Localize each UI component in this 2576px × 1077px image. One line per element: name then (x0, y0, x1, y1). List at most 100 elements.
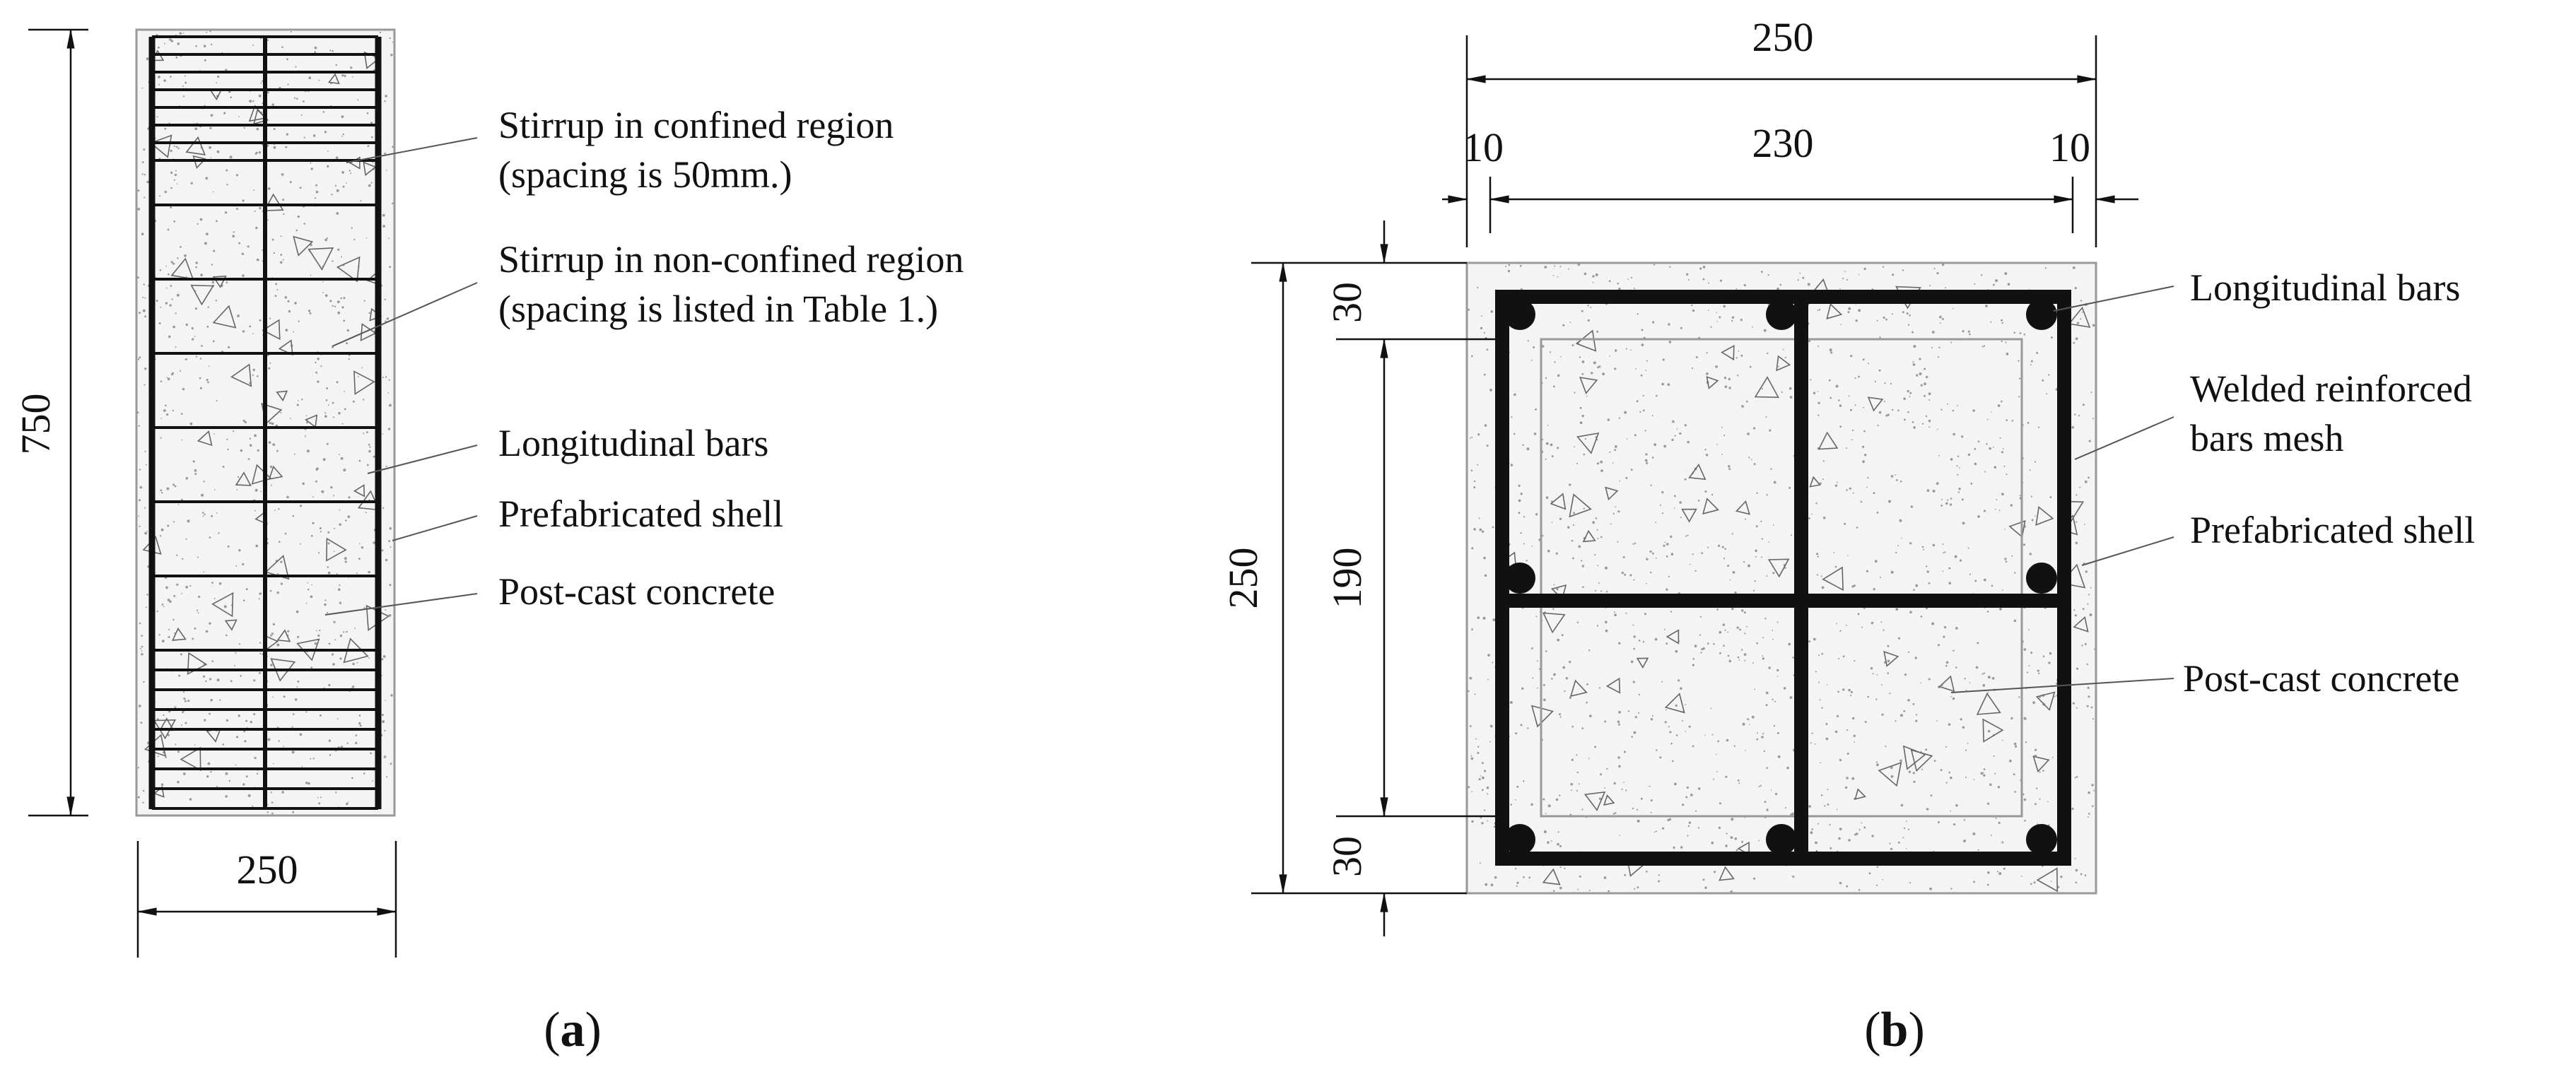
speckle-dot (1888, 500, 1891, 503)
speckle-dot (243, 126, 245, 129)
speckle-dot (332, 305, 334, 307)
speckle-dot (366, 431, 368, 433)
speckle-dot (2048, 374, 2050, 376)
speckle-dot (1955, 804, 1958, 807)
speckle-dot (1577, 888, 1579, 890)
speckle-dot (2086, 663, 2088, 666)
speckle-dot (175, 170, 177, 172)
speckle-dot (1487, 654, 1490, 657)
speckle-dot (1485, 883, 1488, 886)
speckle-dot (1484, 424, 1487, 427)
speckle-dot (1533, 432, 1537, 435)
speckle-dot (205, 177, 209, 180)
aggregate-triangle (1603, 794, 1615, 806)
speckle-dot (1880, 577, 1881, 579)
speckle-dot (1735, 288, 1738, 290)
speckle-dot (1981, 673, 1984, 675)
speckle-dot (344, 560, 347, 563)
speckle-dot (1762, 657, 1764, 660)
speckle-dot (1652, 321, 1655, 324)
speckle-dot (1826, 684, 1828, 685)
speckle-dot (1815, 671, 1817, 673)
speckle-dot (1783, 687, 1786, 690)
speckle-dot (252, 805, 254, 807)
speckle-dot (225, 795, 228, 798)
speckle-dot (1552, 608, 1555, 610)
speckle-dot (1664, 721, 1667, 724)
speckle-dot (181, 439, 183, 441)
speckle-dot (1726, 832, 1728, 835)
speckle-dot (204, 59, 206, 61)
speckle-dot (1973, 881, 1975, 883)
speckle-dot (1690, 794, 1693, 796)
core-outline (1540, 338, 2023, 818)
speckle-dot (1559, 517, 1562, 520)
speckle-dot (179, 32, 182, 35)
speckle-dot (1903, 710, 1906, 712)
speckle-dot (296, 404, 299, 406)
aggregate-triangle (305, 414, 318, 428)
speckle-dot (1701, 552, 1704, 555)
speckle-dot (1646, 461, 1649, 464)
speckle-dot (1931, 347, 1933, 349)
speckle-dot (1991, 677, 1995, 680)
speckle-dot (1675, 704, 1678, 707)
label-post-cast-concrete-b: Post-cast concrete (2183, 657, 2459, 700)
speckle-dot (1942, 570, 1944, 572)
speckle-dot (1569, 813, 1572, 816)
speckle-dot (1851, 585, 1854, 588)
speckle-dot (1581, 310, 1583, 312)
speckle-dot (2028, 665, 2030, 666)
dimension-30-bottom: 30 (1324, 836, 1370, 877)
speckle-dot (2001, 493, 2004, 496)
speckle-dot (1985, 305, 1988, 307)
speckle-dot (1962, 330, 1965, 333)
speckle-dot (1817, 346, 1820, 347)
speckle-dot (281, 46, 283, 48)
speckle-dot (172, 409, 174, 412)
speckle-dot (1858, 889, 1861, 891)
speckle-dot (1776, 287, 1779, 290)
speckle-dot (1665, 709, 1667, 711)
speckle-dot (1684, 424, 1687, 427)
speckle-dot (185, 81, 187, 84)
speckle-dot (2011, 420, 2014, 422)
speckle-dot (1792, 657, 1794, 659)
speckle-dot (1890, 847, 1893, 850)
speckle-dot (385, 465, 387, 468)
speckle-dot (172, 325, 176, 329)
speckle-dot (327, 404, 329, 406)
speckle-dot (1547, 549, 1550, 553)
speckle-dot (177, 147, 180, 150)
speckle-dot (1928, 582, 1931, 584)
speckle-dot (268, 367, 271, 370)
speckle-dot (1669, 266, 1671, 268)
speckle-dot (181, 593, 183, 594)
speckle-dot (1788, 387, 1792, 390)
speckle-dot (1541, 345, 1545, 348)
speckle-dot (1571, 539, 1574, 542)
speckle-dot (1663, 628, 1665, 630)
speckle-dot (308, 782, 310, 785)
speckle-dot (2001, 841, 2004, 844)
speckle-dot (348, 358, 350, 360)
speckle-dot (165, 302, 168, 305)
speckle-dot (1549, 351, 1552, 353)
speckle-dot (384, 100, 386, 102)
speckle-dot (1749, 724, 1750, 726)
speckle-dot (240, 449, 243, 452)
speckle-dot (244, 740, 247, 743)
speckle-dot (1614, 367, 1617, 370)
speckle-dot (1912, 361, 1914, 363)
speckle-dot (1576, 621, 1579, 623)
speckle-dot (175, 56, 178, 59)
speckle-dot (1957, 473, 1959, 476)
speckle-dot (1587, 319, 1590, 322)
speckle-dot (139, 499, 141, 502)
speckle-dot (1993, 755, 1995, 757)
speckle-dot (167, 377, 170, 381)
speckle-dot (1959, 467, 1960, 469)
speckle-dot (1940, 505, 1943, 507)
speckle-dot (358, 558, 361, 560)
speckle-dot (167, 524, 170, 527)
